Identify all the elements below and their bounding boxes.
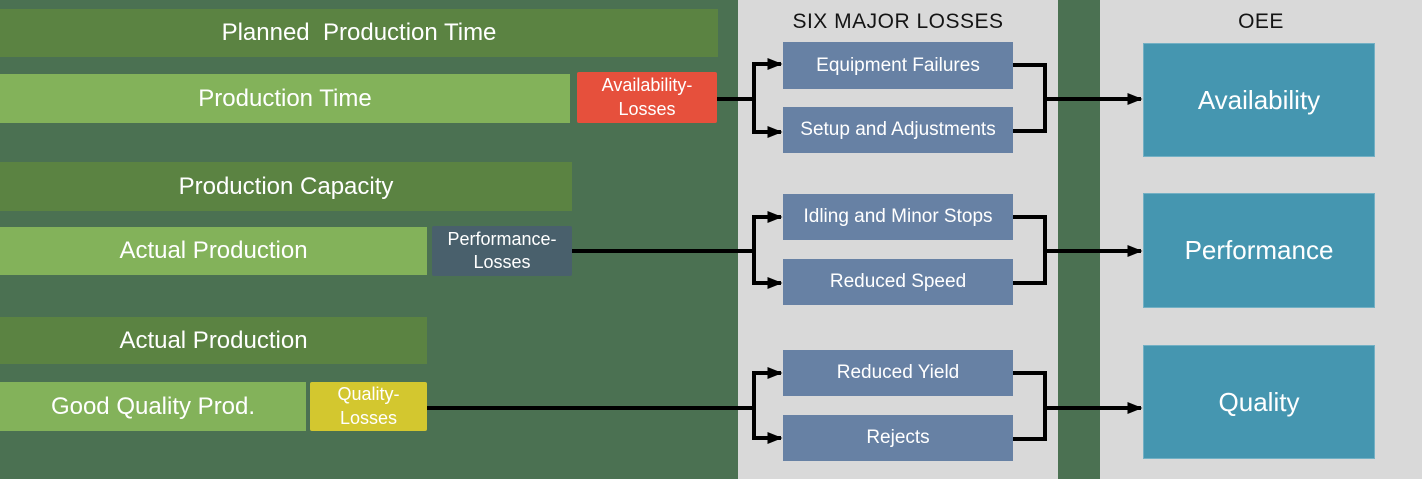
bar-production-capacity: Production Capacity: [0, 162, 572, 211]
six-major-losses-title: SIX MAJOR LOSSES: [792, 10, 1004, 33]
oee-box-performance: Performance: [1143, 193, 1375, 308]
loss-box-equipment-failures: Equipment Failures: [783, 42, 1013, 89]
loss-box-reduced-yield: Reduced Yield: [783, 350, 1013, 396]
bar-good-quality-prod: Good Quality Prod.: [0, 382, 306, 431]
bar-production-time: Production Time: [0, 74, 570, 123]
loss-box-setup-and-adjustments: Setup and Adjustments: [783, 107, 1013, 153]
oee-title: OEE: [1238, 10, 1284, 33]
availability-losses-tag: Availability- Losses: [577, 72, 717, 123]
performance-losses-tag: Performance- Losses: [432, 226, 572, 276]
bar-actual-production-2: Actual Production: [0, 317, 427, 364]
bar-planned-production-time: Planned Production Time: [0, 9, 718, 57]
loss-box-rejects: Rejects: [783, 415, 1013, 461]
quality-losses-tag: Quality- Losses: [310, 382, 427, 431]
bar-actual-production-1: Actual Production: [0, 227, 427, 275]
oee-box-availability: Availability: [1143, 43, 1375, 157]
loss-box-idling-and-minor-stops: Idling and Minor Stops: [783, 194, 1013, 240]
oee-box-quality: Quality: [1143, 345, 1375, 459]
loss-box-reduced-speed: Reduced Speed: [783, 259, 1013, 305]
